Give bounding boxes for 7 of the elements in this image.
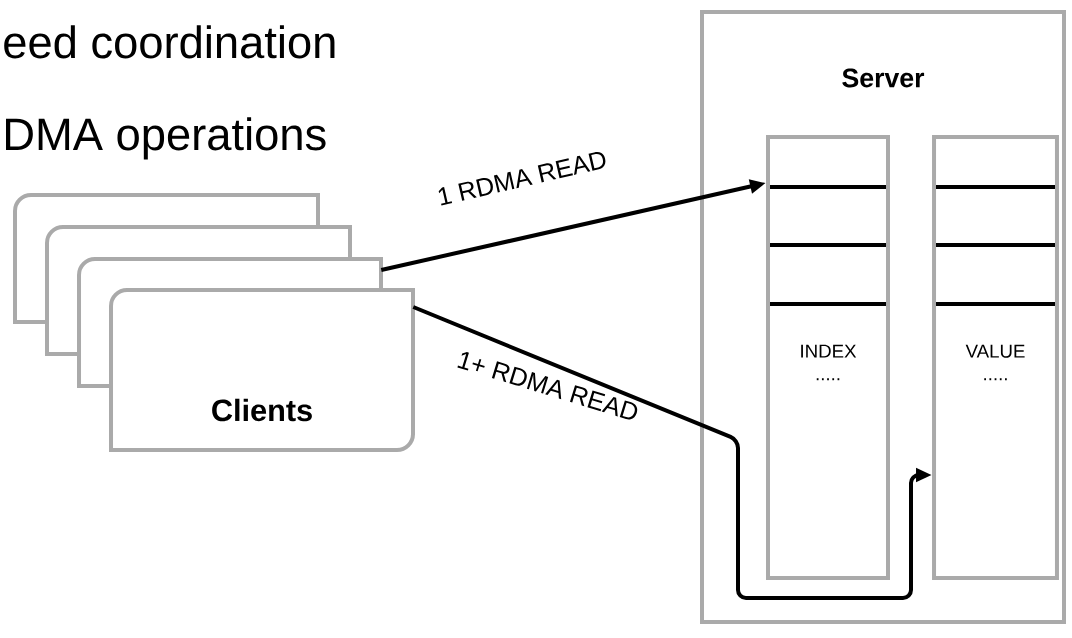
title-text: DMA operations: [6, 117, 326, 160]
column-box: VALUE .....: [932, 134, 1059, 581]
column-box: INDEX .....: [766, 134, 890, 581]
edge-label: 1+ RDMA READ: [453, 348, 643, 424]
edge-label: 1 RDMA READ: [434, 148, 610, 208]
client-card: Clients: [109, 288, 415, 452]
title-text: eed coordination: [4, 25, 335, 59]
